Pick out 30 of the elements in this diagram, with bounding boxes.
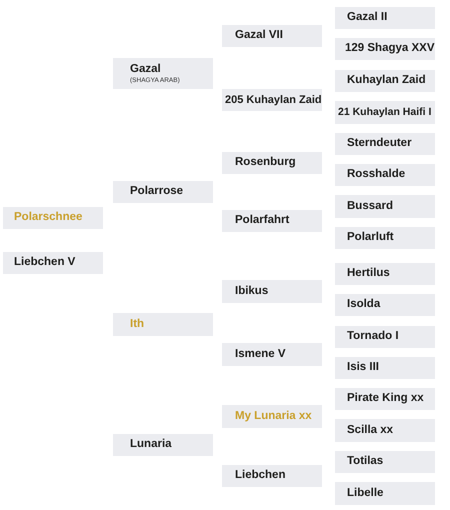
pedigree-entry: 205 Kuhaylan Zaid: [222, 89, 322, 111]
pedigree-entry: Bussard: [335, 195, 435, 218]
pedigree-entry: Isis III: [335, 357, 435, 379]
pedigree-entry: Rosenburg: [222, 152, 322, 174]
pedigree-entry: Polarschnee: [3, 207, 103, 229]
pedigree-entry: Isolda: [335, 294, 435, 316]
pedigree-entry: Polarfahrt: [222, 210, 322, 232]
pedigree-entry: Kuhaylan Zaid: [335, 70, 435, 92]
pedigree-entry: Libelle: [335, 482, 435, 505]
pedigree-entry: Ith: [113, 313, 213, 336]
pedigree-entry: Liebchen V: [3, 252, 103, 274]
pedigree-entry: Ibikus: [222, 280, 322, 303]
pedigree-entry: Ismene V: [222, 343, 322, 366]
pedigree-entry: Gazal VII: [222, 25, 322, 47]
pedigree-entry: My Lunaria xx: [222, 405, 322, 428]
pedigree-entry: Lunaria: [113, 434, 213, 456]
pedigree-entry: Liebchen: [222, 465, 322, 487]
pedigree-entry: 21 Kuhaylan Haifi I: [335, 101, 435, 124]
pedigree-entry: Gazal II: [335, 7, 435, 29]
pedigree-entry: Tornado I: [335, 326, 435, 348]
horse-name: Gazal: [130, 62, 161, 76]
pedigree-entry: Polarrose: [113, 181, 213, 203]
pedigree-entry: Pirate King xx: [335, 388, 435, 410]
pedigree-entry: Sterndeuter: [335, 133, 435, 155]
pedigree-entry: Scilla xx: [335, 419, 435, 442]
pedigree-entry: Totilas: [335, 451, 435, 473]
pedigree-entry: 129 Shagya XXV: [335, 38, 435, 60]
pedigree-entry: Hertilus: [335, 263, 435, 285]
pedigree-entry: Rosshalde: [335, 164, 435, 186]
pedigree-entry: Polarluft: [335, 227, 435, 249]
